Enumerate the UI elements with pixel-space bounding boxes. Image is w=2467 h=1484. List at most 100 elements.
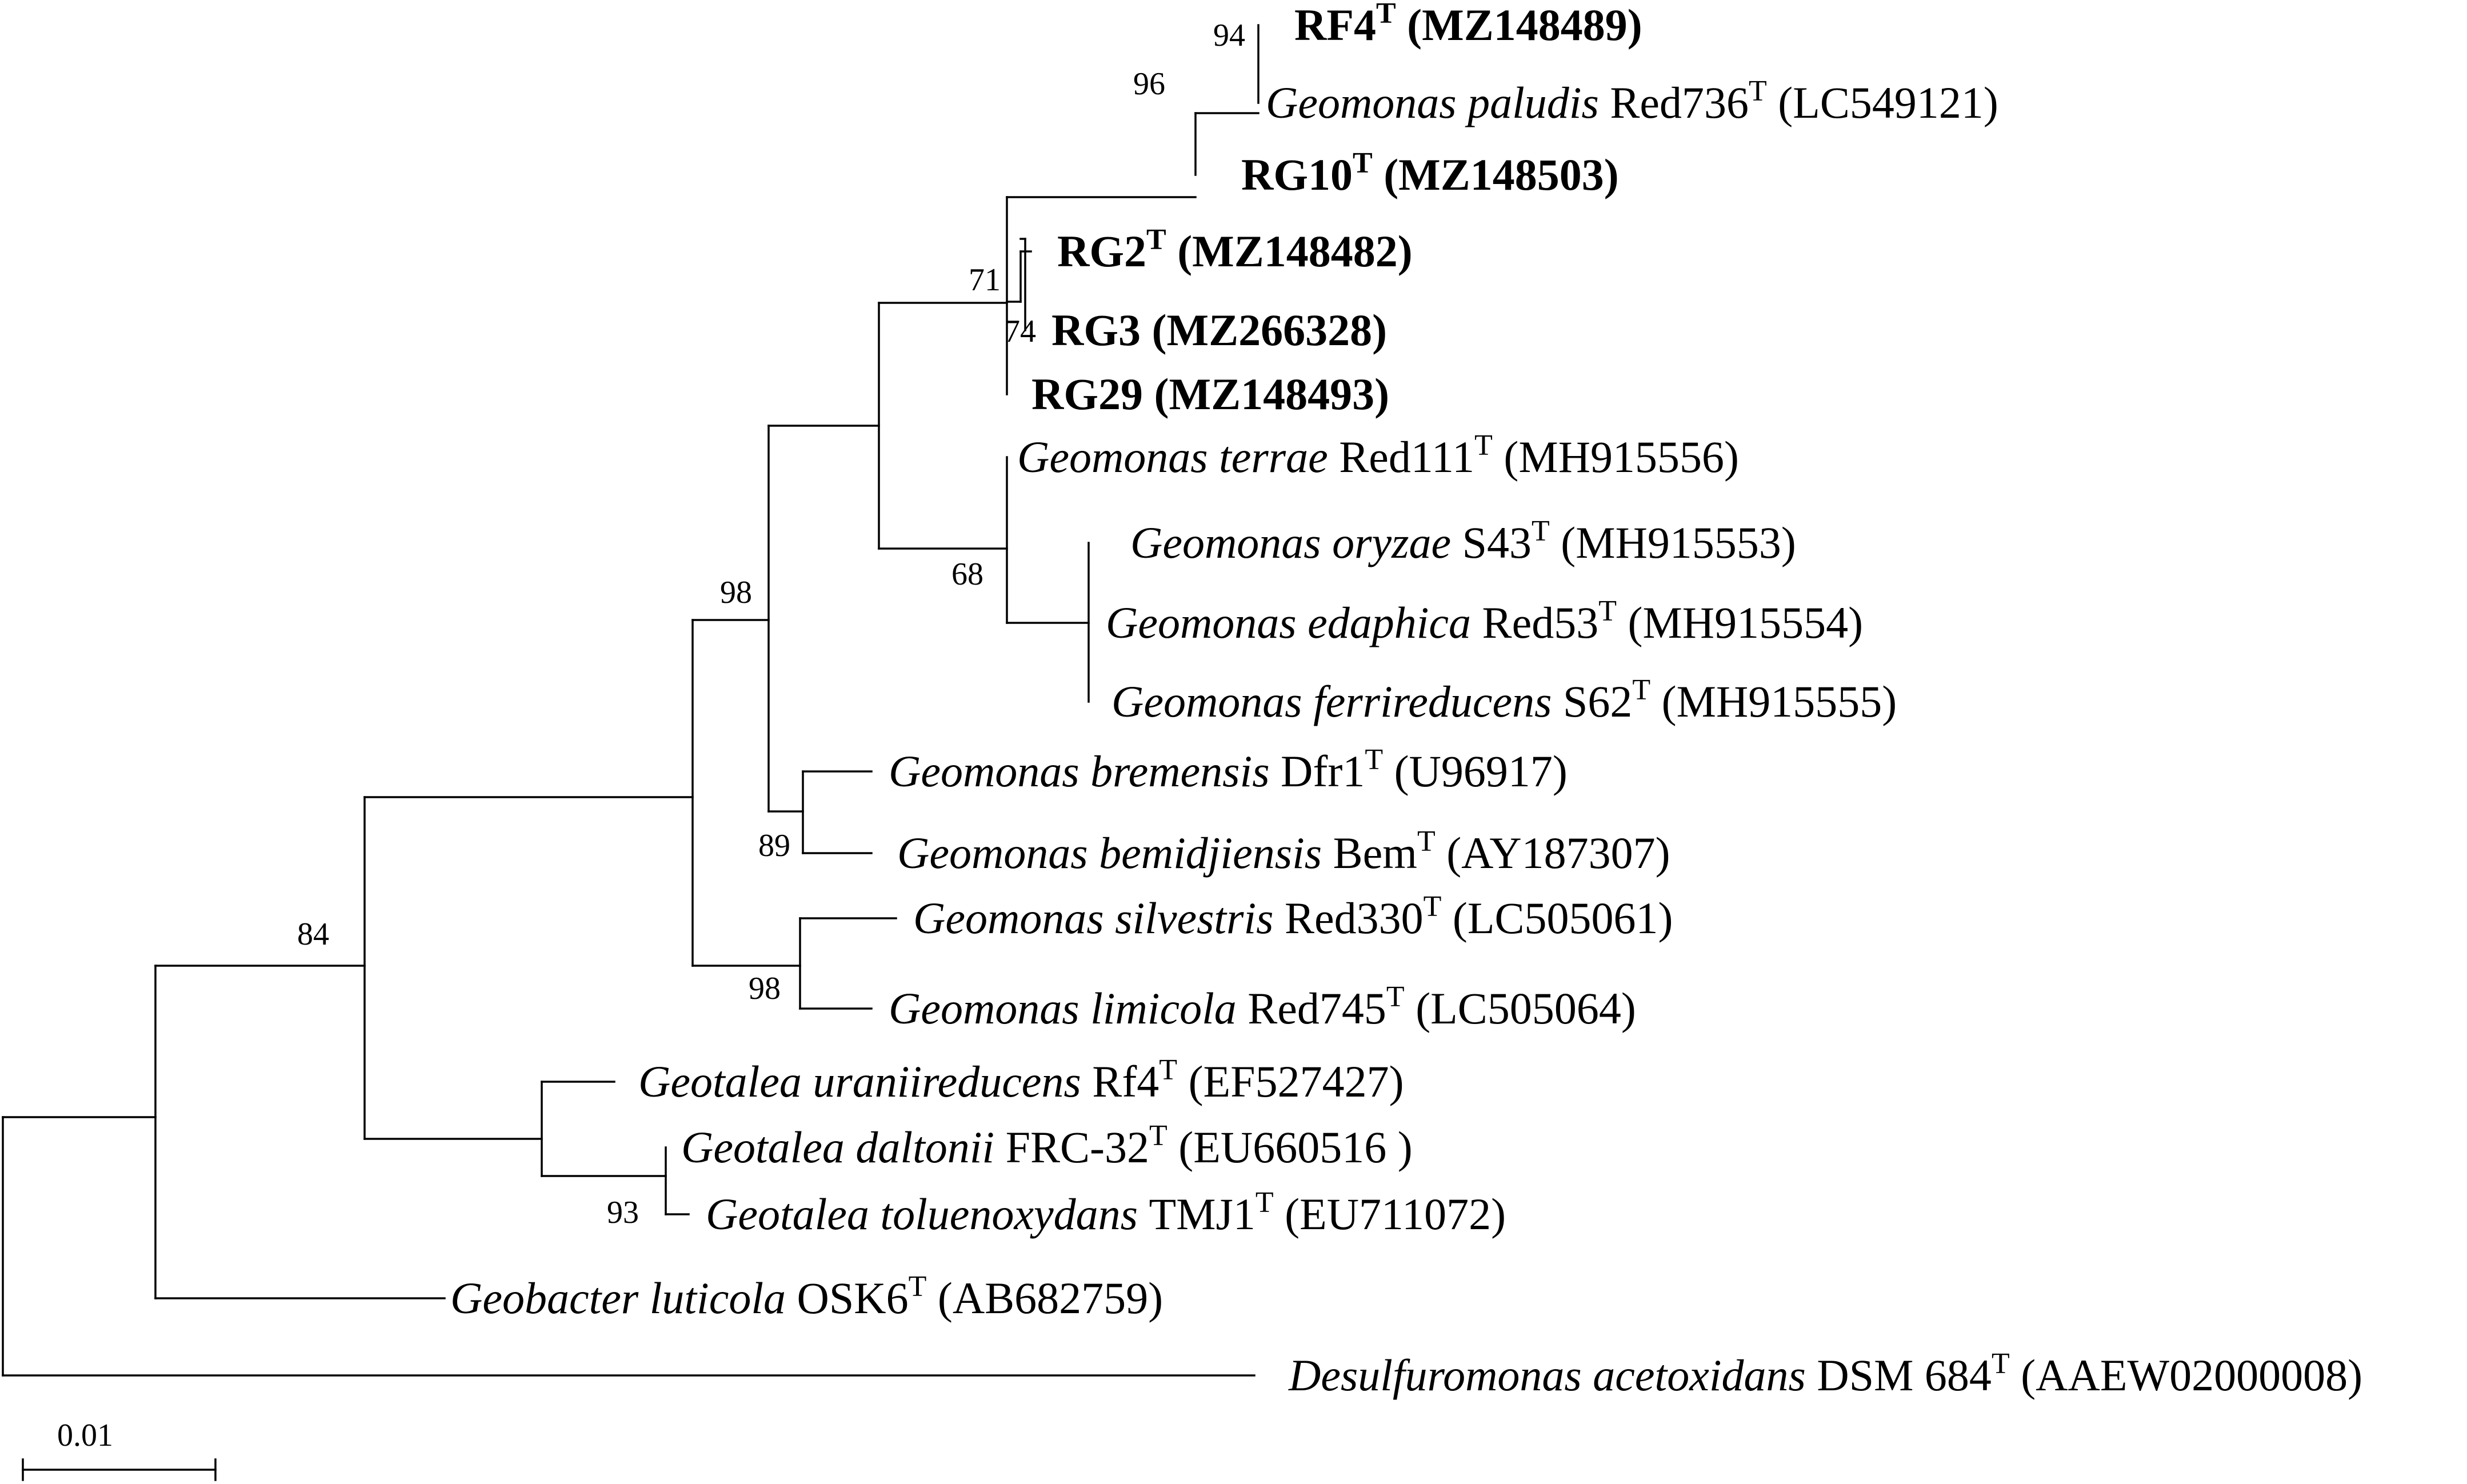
leaf-label-bremensis: Geomonas bremensis Dfr1T (U96917) [889, 743, 1568, 796]
leaf-label-edaphica: Geomonas edaphica Red53T (MH915554) [1106, 595, 1863, 647]
species-name: Geotalea toluenoxydans [706, 1189, 1149, 1239]
strain-name: OSK6 [797, 1273, 909, 1323]
accession-number: (EU660516 ) [1167, 1122, 1413, 1172]
strain-name: TMJ1 [1149, 1189, 1255, 1239]
accession-number: (EF527427) [1177, 1057, 1404, 1106]
leaf-label-terrae: Geomonas terrae Red111T (MH915556) [1017, 429, 1739, 482]
strain-name: RG29 [1031, 369, 1143, 419]
accession-number: (MZ266328) [1141, 305, 1387, 355]
accession-number: (MZ148493) [1143, 369, 1389, 419]
strain-name: S62 [1563, 677, 1632, 726]
accession-number: (LC505061) [1441, 893, 1673, 943]
strain-name: FRC-32 [1006, 1122, 1149, 1172]
bootstrap-value-b98b: 98 [749, 971, 781, 1006]
species-name: Geomonas bemidjiensis [897, 828, 1333, 878]
leaf-label-luticola: Geobacter luticola OSK6T (AB682759) [450, 1270, 1163, 1323]
species-name: Geotalea uraniireducens [638, 1057, 1092, 1106]
leaf-labels: RF4T (MZ148489)Geomonas paludis Red736T … [450, 0, 2362, 1400]
type-strain-marker: T [1376, 0, 1396, 30]
type-strain-marker: T [1632, 674, 1650, 706]
accession-number: (MH915556) [1493, 432, 1739, 482]
leaf-label-RG3: RG3 (MZ266328) [1051, 305, 1387, 355]
accession-number: (LC549121) [1767, 78, 1998, 127]
strain-name: RF4 [1294, 0, 1376, 50]
type-strain-marker: T [1598, 595, 1617, 627]
strain-name: Red736 [1610, 78, 1749, 127]
accession-number: (MZ148482) [1166, 226, 1413, 276]
accession-number: (AB682759) [926, 1273, 1163, 1323]
type-strain-marker: T [1749, 75, 1767, 107]
strain-name: Red330 [1285, 893, 1424, 943]
leaf-label-oryzae: Geomonas oryzae S43T (MH915553) [1130, 515, 1796, 567]
type-strain-marker: T [1256, 1186, 1274, 1219]
species-name: Desulfuromonas acetoxidans [1288, 1350, 1817, 1400]
accession-number: (MZ148503) [1373, 150, 1619, 199]
accession-number: (LC505064) [1405, 983, 1636, 1033]
leaf-label-bemidjiensis: Geomonas bemidjiensis BemT (AY187307) [897, 825, 1670, 878]
species-name: Geomonas bremensis [889, 746, 1281, 796]
strain-name: RG2 [1057, 226, 1146, 276]
bootstrap-value-b74: 74 [1004, 314, 1036, 349]
bootstrap-value-b96: 96 [1133, 66, 1165, 102]
strain-name: Red111 [1339, 432, 1474, 482]
leaf-label-paludis: Geomonas paludis Red736T (LC549121) [1266, 75, 1998, 127]
accession-number: (U96917) [1383, 746, 1568, 796]
bootstrap-value-b98a: 98 [720, 575, 752, 610]
leaf-label-RG29: RG29 (MZ148493) [1031, 369, 1389, 419]
type-strain-marker: T [1424, 890, 1442, 923]
type-strain-marker: T [1417, 825, 1436, 858]
species-name: Geomonas edaphica [1106, 598, 1482, 647]
accession-number: (MH915555) [1650, 677, 1897, 726]
strain-name: Dfr1 [1281, 746, 1365, 796]
type-strain-marker: T [1353, 147, 1373, 179]
type-strain-marker: T [1365, 743, 1383, 776]
type-strain-marker: T [1474, 429, 1493, 462]
leaf-label-daltonii: Geotalea daltonii FRC-32T (EU660516 ) [681, 1119, 1413, 1172]
bootstrap-value-b71: 71 [969, 262, 1001, 298]
accession-number: (MZ148489) [1396, 0, 1642, 50]
type-strain-marker: T [1146, 223, 1166, 256]
strain-name: Red745 [1248, 983, 1386, 1033]
accession-number: (AAEW02000008) [2010, 1350, 2362, 1400]
leaf-label-RG2: RG2T (MZ148482) [1057, 223, 1413, 276]
accession-number: (AY187307) [1436, 828, 1670, 878]
strain-name: RG10 [1241, 150, 1353, 199]
scale-bar-label: 0.01 [57, 1418, 113, 1453]
strain-name: DSM 684 [1817, 1350, 1992, 1400]
accession-number: (MH915553) [1550, 518, 1796, 567]
species-name: Geobacter luticola [450, 1273, 797, 1323]
leaf-label-limicola: Geomonas limicola Red745T (LC505064) [889, 981, 1636, 1033]
bootstrap-value-b94: 94 [1213, 18, 1245, 53]
type-strain-marker: T [1386, 981, 1405, 1013]
type-strain-marker: T [1992, 1347, 2010, 1380]
accession-number: (EU711072) [1274, 1189, 1506, 1239]
strain-name: Rf4 [1092, 1057, 1159, 1106]
species-name: Geomonas limicola [889, 983, 1248, 1033]
bootstrap-value-b89: 89 [758, 828, 790, 863]
leaf-label-uraniireducens: Geotalea uraniireducens Rf4T (EF527427) [638, 1054, 1404, 1106]
type-strain-marker: T [1149, 1119, 1167, 1152]
species-name: Geomonas terrae [1017, 432, 1339, 482]
tree-branches [2, 24, 1260, 1377]
bootstrap-value-b84: 84 [297, 917, 329, 952]
species-name: Geomonas silvestris [913, 893, 1285, 943]
type-strain-marker: T [909, 1270, 927, 1303]
bootstrap-value-b93: 93 [607, 1195, 639, 1230]
leaf-label-RF4: RF4T (MZ148489) [1294, 0, 1642, 50]
leaf-label-ferrireducens: Geomonas ferrireducens S62T (MH915555) [1111, 674, 1897, 726]
leaf-label-RG10: RG10T (MZ148503) [1241, 147, 1619, 199]
leaf-label-toluenoxydans: Geotalea toluenoxydans TMJ1T (EU711072) [706, 1186, 1506, 1239]
leaf-label-acetoxidans: Desulfuromonas acetoxidans DSM 684T (AAE… [1288, 1347, 2362, 1400]
strain-name: Bem [1333, 828, 1417, 878]
leaf-label-silvestris: Geomonas silvestris Red330T (LC505061) [913, 890, 1673, 943]
strain-name: Red53 [1482, 598, 1599, 647]
accession-number: (MH915554) [1617, 598, 1863, 647]
strain-name: S43 [1462, 518, 1532, 567]
species-name: Geomonas oryzae [1130, 518, 1462, 567]
type-strain-marker: T [1532, 515, 1550, 547]
type-strain-marker: T [1159, 1054, 1177, 1086]
species-name: Geomonas paludis [1266, 78, 1610, 127]
species-name: Geomonas ferrireducens [1111, 677, 1563, 726]
